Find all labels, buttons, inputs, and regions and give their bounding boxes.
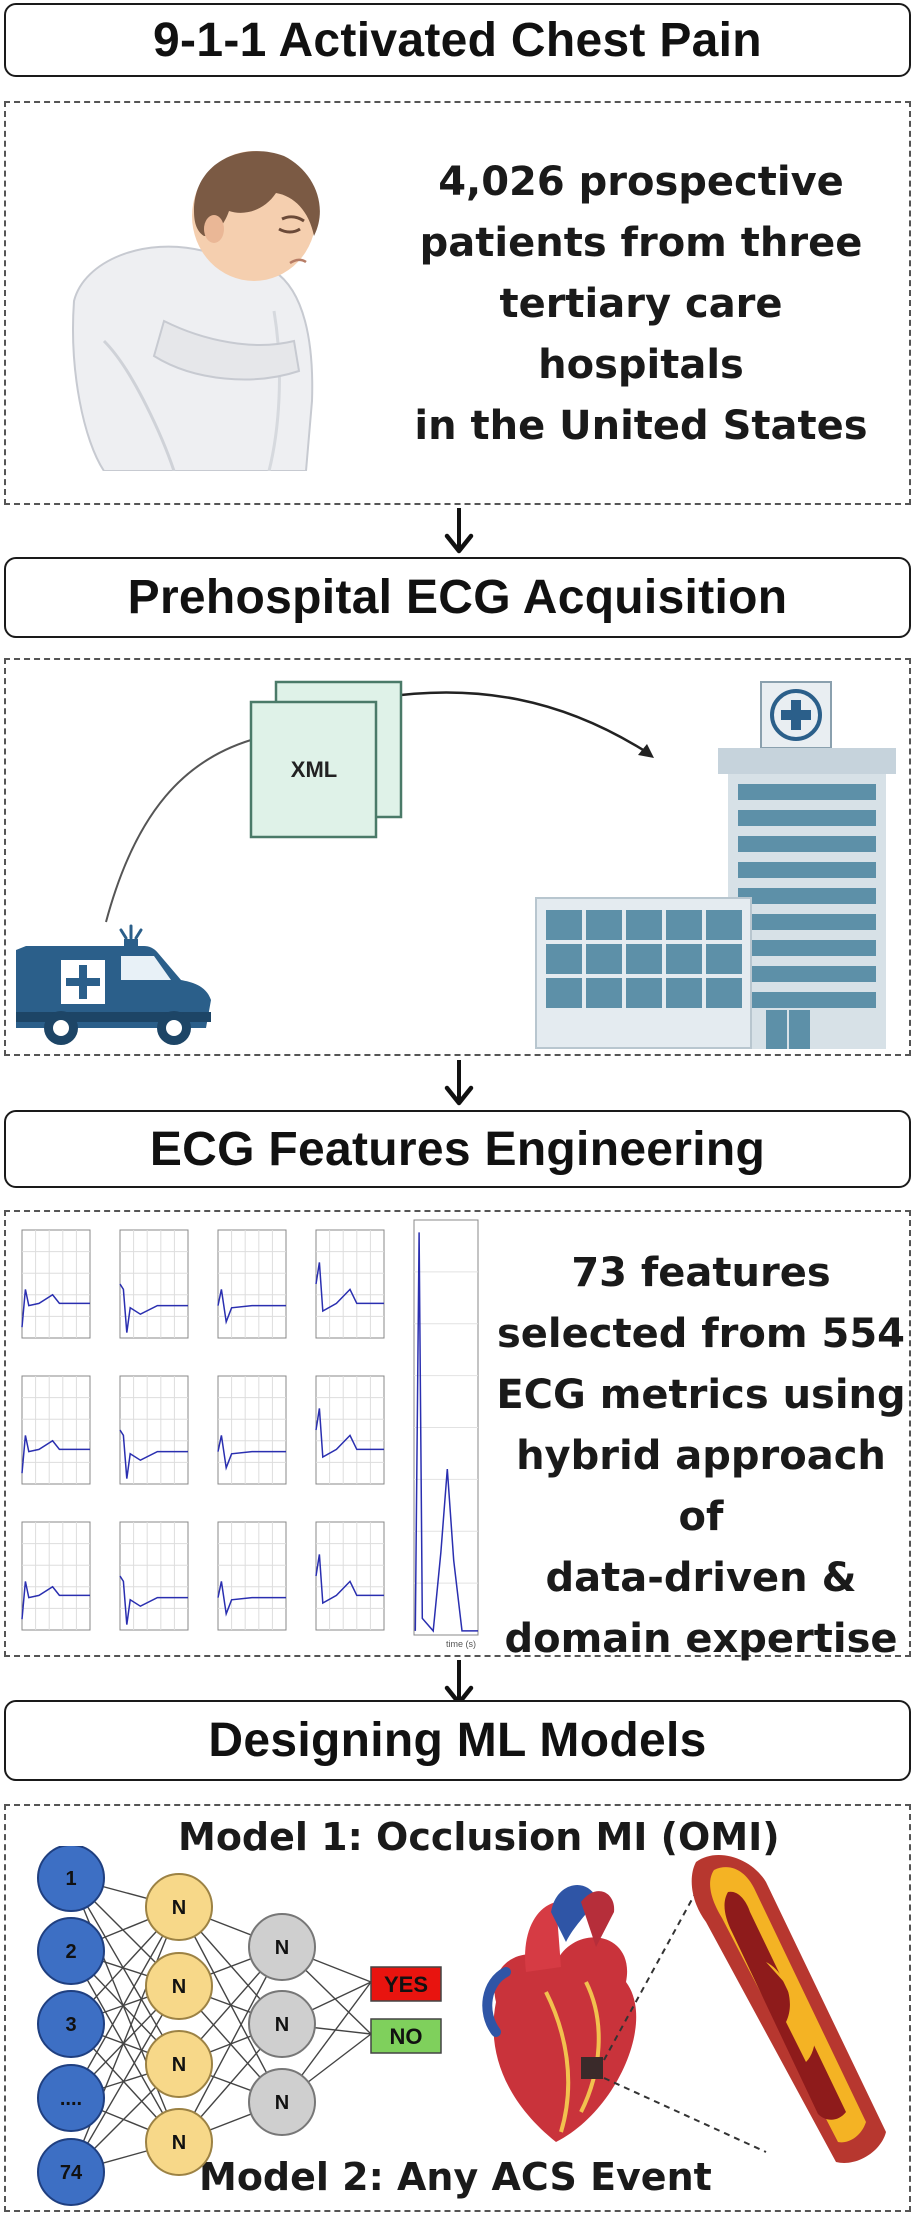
- features-line-2: selected from 554: [496, 1311, 905, 1357]
- hidden-layer-1-node: N: [145, 1873, 213, 1941]
- hidden-layer-1-node-label: N: [172, 1976, 186, 1998]
- features-line-5: data-driven &: [545, 1555, 857, 1601]
- patient-line-4: in the United States: [414, 403, 868, 449]
- upload-curve: [105, 739, 252, 923]
- ecg-mini-plot: [217, 1521, 287, 1631]
- step-3-title-box: ECG Features Engineering: [4, 1110, 911, 1188]
- features-line-4: hybrid approach of: [516, 1433, 886, 1540]
- heart-icon: [482, 1885, 637, 2142]
- input-node: 1: [37, 1846, 105, 1912]
- down-arrow-icon: [444, 508, 474, 554]
- down-arrow-icon: [444, 1060, 474, 1106]
- patient-illustration: [72, 151, 320, 471]
- output-no-label: NO: [390, 2024, 423, 2049]
- ecg-mini-plot: [315, 1521, 385, 1631]
- output-yes: YES: [370, 1966, 442, 2002]
- input-node-label: 2: [65, 1941, 76, 1963]
- hidden-layer-1-node: N: [145, 2108, 213, 2176]
- nn-connection: [70, 1985, 180, 2173]
- hidden-layer-2-node-label: N: [275, 2014, 289, 2036]
- transfer-curve-arrow: [365, 691, 652, 757]
- patient-description: 4,026 prospective patients from three te…: [401, 152, 881, 457]
- hidden-layer-1-node: N: [145, 2030, 213, 2098]
- hospital-icon: [535, 681, 896, 1049]
- artery-icon: [691, 1854, 886, 2163]
- features-line-6: domain expertise: [504, 1616, 898, 1662]
- output-no: NO: [370, 2018, 442, 2054]
- step-1-title-box: 9-1-1 Activated Chest Pain: [4, 3, 911, 77]
- ecg-mini-plot: [217, 1375, 287, 1485]
- input-node-label: 1: [65, 1868, 76, 1890]
- heart-artery-illustration: [482, 1854, 886, 2163]
- ecg-acquisition-panel: XML: [4, 658, 911, 1056]
- hidden-layer-1-node: N: [145, 1952, 213, 2020]
- ecg-plots-svg: time (s): [21, 1219, 479, 1649]
- step-4-title-box: Designing ML Models: [4, 1700, 911, 1781]
- feature-engineering-panel: time (s) 73 features selected from 554 E…: [4, 1210, 911, 1662]
- ecg-mini-plot: [315, 1375, 385, 1485]
- patient-panel: 4,026 prospective patients from three te…: [4, 101, 911, 505]
- model-1-title: Model 1: Occlusion MI (OMI): [178, 1815, 780, 1859]
- features-line-3: ECG metrics using: [496, 1372, 906, 1418]
- hidden-layer-2-node: N: [248, 2068, 316, 2136]
- hidden-layer-1-node-label: N: [172, 2054, 186, 2076]
- step-2-title-box: Prehospital ECG Acquisition: [4, 557, 911, 638]
- hidden-layer-2-node: N: [248, 1913, 316, 1981]
- nn-connection: [70, 1906, 180, 2173]
- ecg-waveform-grid: time (s): [14, 1216, 494, 1654]
- output-yes-label: YES: [384, 1972, 428, 1997]
- step-3-title: ECG Features Engineering: [149, 1122, 766, 1176]
- nn-connection: [178, 1946, 283, 2143]
- input-node-label: 74: [60, 2162, 83, 2184]
- ecg-spectrum-plot: time (s): [413, 1219, 479, 1649]
- input-node-label: 3: [65, 2014, 76, 2036]
- ecg-mini-plot: [119, 1375, 189, 1485]
- features-description: 73 features selected from 554 ECG metric…: [496, 1243, 906, 1670]
- acquisition-illustration: XML: [16, 680, 896, 1049]
- model-2-title: Model 2: Any ACS Event: [199, 2155, 712, 2199]
- step-4-title: Designing ML Models: [208, 1714, 707, 1767]
- nn-connection: [70, 1877, 180, 2143]
- hidden-layer-2-node-label: N: [275, 2092, 289, 2114]
- patient-line-2: patients from three: [419, 220, 863, 266]
- hidden-layer-1-node-label: N: [172, 2132, 186, 2154]
- ml-models-panel: Model 1: Occlusion MI (OMI) Model 2: Any…: [4, 1804, 911, 2212]
- xml-label: XML: [291, 757, 337, 782]
- ecg-mini-plot: [315, 1229, 385, 1339]
- step-1-title: 9-1-1 Activated Chest Pain: [153, 13, 762, 67]
- input-node: 2: [37, 1917, 105, 1985]
- nn-connection: [70, 1906, 180, 2099]
- ecg-mini-plot: [119, 1229, 189, 1339]
- xml-document-icon: [249, 680, 403, 839]
- neural-network-diagram: 1 2 3.... 74 N N N N N N N YES NO: [37, 1846, 442, 2206]
- step-2-title: Prehospital ECG Acquisition: [127, 571, 788, 624]
- patient-line-1: 4,026 prospective: [438, 159, 844, 205]
- ecg-mini-plot: [217, 1229, 287, 1339]
- nn-connection: [70, 1950, 180, 2143]
- patient-line-3: tertiary care hospitals: [499, 281, 783, 388]
- features-line-1: 73 features: [571, 1250, 831, 1296]
- nn-connection: [70, 1877, 180, 2065]
- spectrum-axis-label: time (s): [446, 1639, 476, 1649]
- input-node: 74: [37, 2138, 105, 2206]
- input-node: 3: [37, 1990, 105, 2058]
- input-node: ....: [37, 2064, 105, 2132]
- ecg-mini-plot: [21, 1229, 91, 1339]
- ecg-mini-plot: [21, 1521, 91, 1631]
- ambulance-icon: [16, 924, 211, 1045]
- ecg-mini-plot: [21, 1375, 91, 1485]
- hidden-layer-2-node-label: N: [275, 1937, 289, 1959]
- hidden-layer-1-node-label: N: [172, 1897, 186, 1919]
- hidden-layer-2-node: N: [248, 1990, 316, 2058]
- input-node-label: ....: [60, 2088, 82, 2110]
- ecg-mini-plot: [119, 1521, 189, 1631]
